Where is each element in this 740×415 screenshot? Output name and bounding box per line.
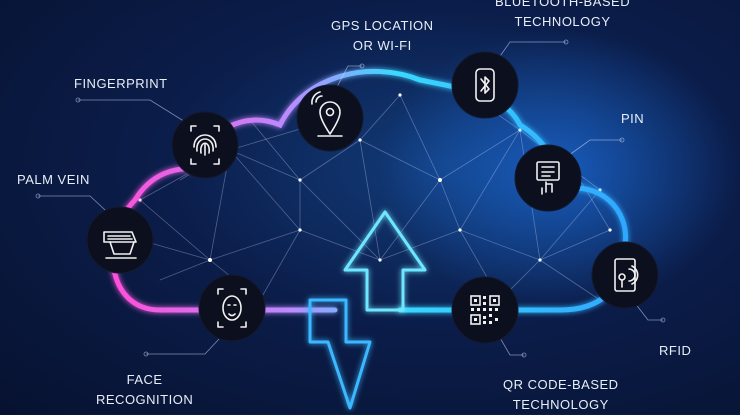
fingerprint-label: FINGERPRINT [74,74,168,94]
rfid-card-icon [614,258,639,292]
qr-code-label-line-1: QR CODE-BASED [503,377,619,392]
bluetooth-label-line-1: BLUETOOTH-BASED [495,0,631,9]
bluetooth-node [451,51,519,119]
face-recognition-label-line-2: RECOGNITION [96,392,194,407]
gps-pin-icon [311,91,343,137]
bluetooth-icon [475,68,495,102]
qr-code-icon [470,295,500,325]
bluetooth-label: BLUETOOTH-BASED TECHNOLOGY [495,0,630,32]
qr-code-label: QR CODE-BASED TECHNOLOGY [503,375,619,415]
pin-node [514,144,582,212]
palm-vein-icon [103,231,137,259]
cloud-outline [110,68,629,313]
pin-label: PIN [621,109,644,129]
face-icon [217,288,247,328]
pin-label-text: PIN [621,111,645,126]
face-recognition-label: FACE RECOGNITION [96,370,193,410]
gps-label-line-2: OR WI-FI [352,38,412,53]
rfid-label-text: RFID [659,343,692,358]
transfer-arrow [308,210,427,410]
fingerprint-icon [190,125,220,165]
palm-vein-label: PALM VEIN [17,170,90,190]
gps-label-line-1: GPS LOCATION [331,18,434,33]
face-recognition-label-line-1: FACE [126,372,163,387]
gps-label: GPS LOCATION OR WI-FI [331,16,434,56]
qr-code-label-line-2: TECHNOLOGY [512,397,609,412]
fingerprint-label-text: FINGERPRINT [74,76,168,91]
rfid-label: RFID [659,341,691,361]
fingerprint-node [171,111,239,179]
pin-keypad-icon [536,161,560,195]
rfid-node [591,241,659,309]
palm-vein-node [86,206,154,274]
face-node [198,274,266,342]
bluetooth-label-line-2: TECHNOLOGY [514,14,611,29]
palm-vein-label-text: PALM VEIN [17,172,90,187]
gps-node [296,84,364,152]
qr-code-node [451,276,519,344]
